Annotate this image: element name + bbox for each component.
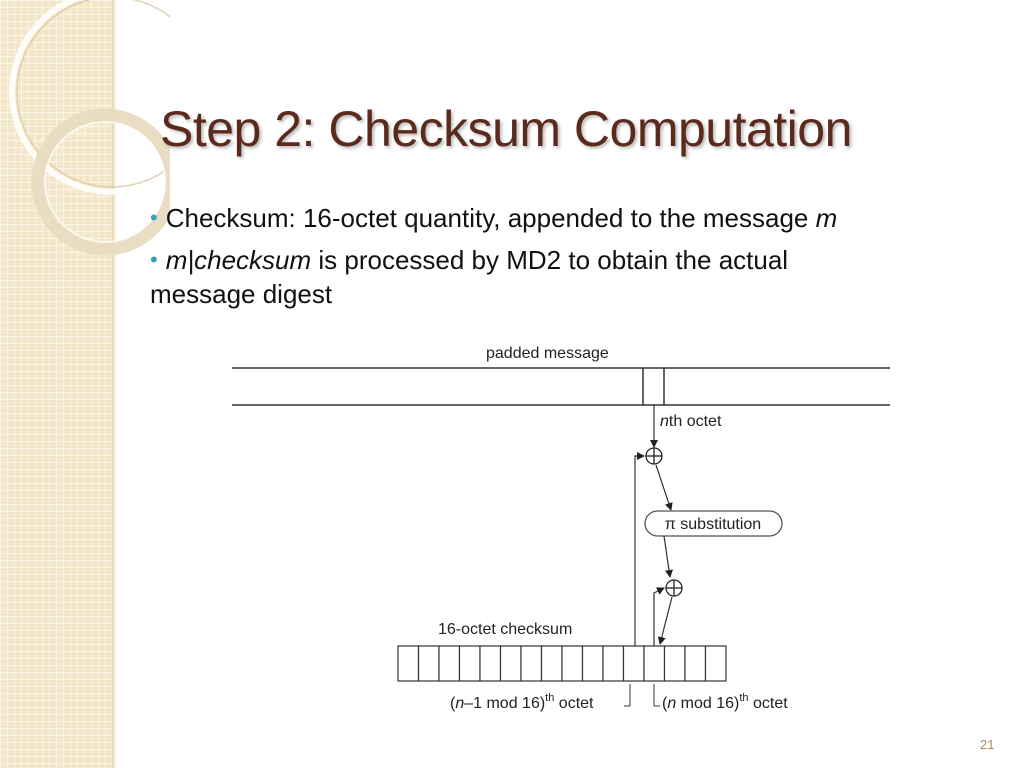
bullet-1-variable: m: [815, 203, 838, 233]
bullet-dot-icon: •: [150, 247, 158, 272]
xor-1-icon: [645, 447, 663, 465]
xor-2-icon: [665, 579, 683, 597]
checksum-cell: [704, 645, 727, 682]
side-band-edge: [112, 0, 116, 768]
bullet-list: • Checksum: 16-octet quantity, appended t…: [150, 197, 990, 311]
pi-substitution-box: [644, 510, 783, 537]
right-pointer-label: (n mod 16)th octet: [662, 692, 788, 712]
checksum-feedback-arrow: [634, 452, 645, 649]
checksum-cell: [458, 645, 481, 682]
checksum-register: [397, 645, 727, 682]
checksum-label: 16-octet checksum: [438, 621, 572, 638]
bullet-item-2: • m|checksum is processed by MD2 to obtai…: [150, 239, 990, 311]
pi-substitution-label: π substitution: [665, 516, 761, 533]
bullet-2-continuation: message digest: [150, 279, 333, 309]
xor-to-substitution-arrow: [655, 464, 673, 511]
checksum-cell: [499, 645, 522, 682]
checksum-diagram: padded message nth octet π substitution …: [232, 345, 890, 712]
nth-octet-label: nth octet: [660, 413, 722, 430]
slide-title: Step 2: Checksum Computation: [160, 101, 852, 157]
checksum-cell: [561, 645, 584, 682]
page-number: 21: [980, 737, 995, 752]
checksum-cell: [520, 645, 543, 682]
checksum-cell: [438, 645, 461, 682]
bullet-1-text: Checksum: 16-octet quantity, appended to…: [165, 203, 816, 233]
left-pointer-label: (n–1 mod 16)th octet: [450, 692, 594, 712]
checksum-input-arrow: [653, 587, 665, 649]
checksum-cell: [540, 645, 563, 682]
decorative-rings: [9, 0, 170, 256]
padded-message-label: padded message: [486, 345, 609, 362]
bullet-2-variable: m|checksum: [165, 245, 312, 275]
checksum-cell: [479, 645, 502, 682]
checksum-cell: [684, 645, 707, 682]
checksum-cell: [417, 645, 440, 682]
substitution-to-xor-arrow: [663, 535, 673, 578]
checksum-cell: [602, 645, 625, 682]
checksum-cell: [581, 645, 604, 682]
xor-to-checksum-arrow: [657, 596, 673, 645]
bullet-2-text: is processed by MD2 to obtain the actual: [311, 245, 789, 275]
checksum-cell: [397, 645, 420, 682]
bullet-item-1: • Checksum: 16-octet quantity, appended t…: [150, 197, 990, 239]
checksum-cell: [663, 645, 686, 682]
checksum-cell: [622, 645, 645, 682]
checksum-cell: [643, 645, 666, 682]
bullet-dot-icon: •: [150, 205, 158, 230]
